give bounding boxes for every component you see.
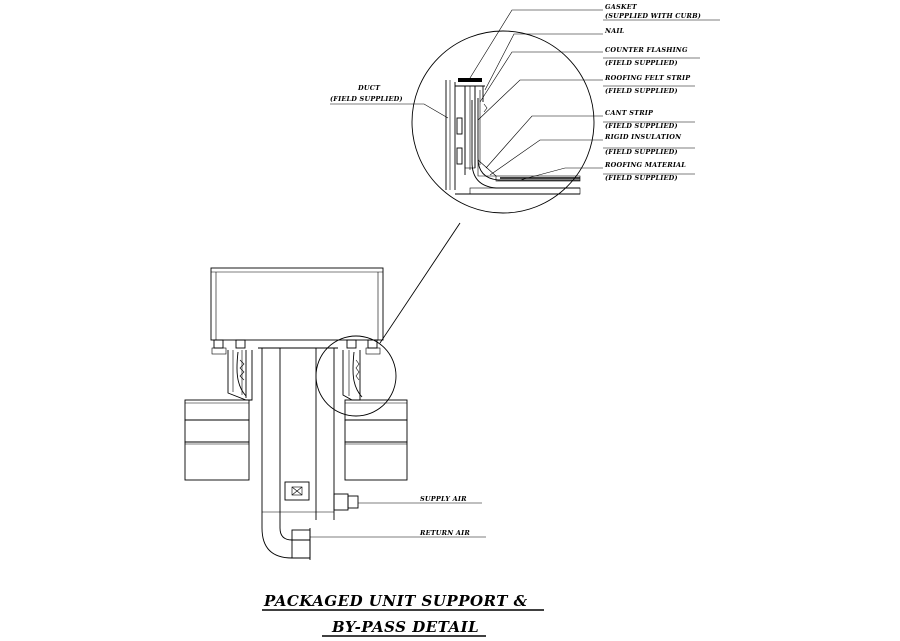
detail-leaders xyxy=(330,9,720,181)
label-cant-strip-sub: (FIELD SUPPLIED) xyxy=(605,122,678,130)
label-return-air: RETURN AIR xyxy=(419,529,470,537)
right-curb xyxy=(342,350,363,401)
left-roof-section xyxy=(184,399,250,481)
label-nail: NAIL xyxy=(604,27,625,35)
label-duct: DUCT xyxy=(357,84,381,92)
enlarged-detail xyxy=(445,78,581,195)
title-line-2: BY-PASS DETAIL xyxy=(331,618,479,636)
label-roofing-felt-sub: (FIELD SUPPLIED) xyxy=(605,87,678,95)
title-line-1: PACKAGED UNIT SUPPORT & xyxy=(263,592,528,610)
drawing-title: PACKAGED UNIT SUPPORT & BY-PASS DETAIL xyxy=(262,592,544,637)
label-rigid-insulation-sub: (FIELD SUPPLIED) xyxy=(605,148,678,156)
label-counter-flashing-sub: (FIELD SUPPLIED) xyxy=(605,59,678,67)
detail-labels: GASKET (SUPPLIED WITH CURB) NAIL COUNTER… xyxy=(330,3,701,182)
label-roofing-material: ROOFING MATERIAL xyxy=(604,161,686,169)
label-duct-sub: (FIELD SUPPLIED) xyxy=(330,95,403,103)
label-cant-strip: CANT STRIP xyxy=(605,109,654,117)
air-labels: SUPPLY AIR RETURN AIR xyxy=(310,495,486,538)
large-callout-circle xyxy=(411,30,595,214)
label-roofing-felt: ROOFING FELT STRIP xyxy=(604,74,691,82)
right-roof-section xyxy=(344,399,408,481)
label-gasket-sub: (SUPPLIED WITH CURB) xyxy=(605,12,701,20)
label-rigid-insulation: RIGID INSULATION xyxy=(604,133,682,141)
label-roofing-material-sub: (FIELD SUPPLIED) xyxy=(605,174,678,182)
label-counter-flashing: COUNTER FLASHING xyxy=(605,46,688,54)
label-supply-air: SUPPLY AIR xyxy=(420,495,467,503)
callout-leader xyxy=(379,222,461,344)
packaged-unit xyxy=(210,267,384,355)
small-callout-circle xyxy=(315,335,397,417)
label-gasket: GASKET xyxy=(605,3,638,11)
left-curb xyxy=(227,350,253,401)
